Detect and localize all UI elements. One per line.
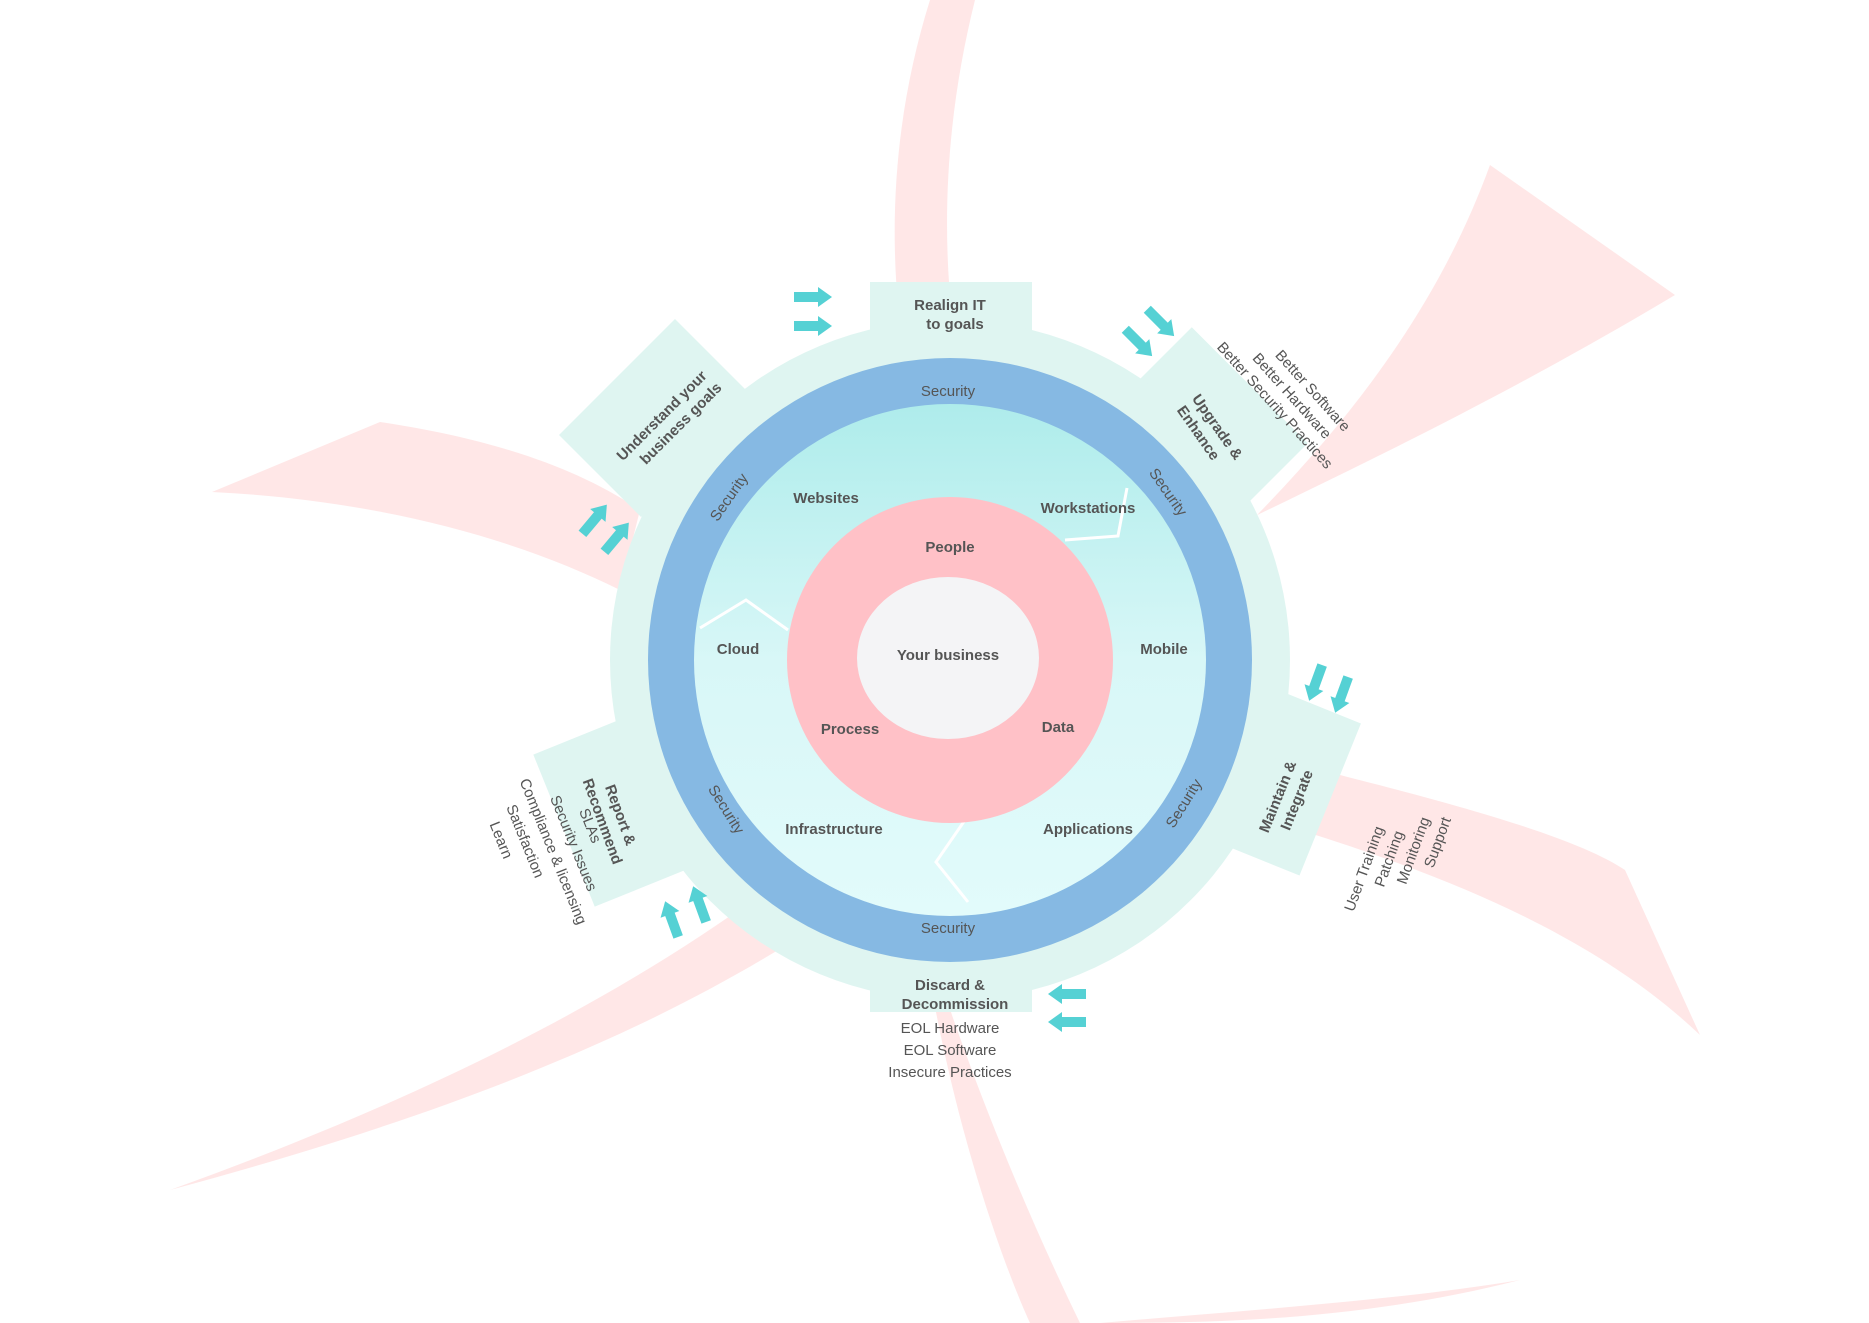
asset-label-cloud: Cloud bbox=[717, 641, 760, 658]
arrow-down-right-icon bbox=[1118, 322, 1160, 364]
inner-label-process: Process bbox=[821, 721, 879, 738]
asset-label-websites: Websites bbox=[793, 490, 859, 507]
svg-text:Discard &: Discard & bbox=[915, 977, 985, 994]
asset-label-infrastructure: Infrastructure bbox=[785, 821, 883, 838]
security-label-top: Security bbox=[921, 383, 976, 400]
center-label: Your business bbox=[897, 647, 999, 664]
detail-item: EOL Software bbox=[904, 1042, 997, 1059]
phase-label-discard: Discard & Decommission bbox=[902, 977, 1009, 1013]
svg-text:Realign IT: Realign IT bbox=[914, 297, 986, 314]
arrow-down-icon bbox=[1299, 661, 1332, 705]
asset-label-applications: Applications bbox=[1043, 821, 1133, 838]
arrow-down-icon bbox=[1325, 673, 1358, 717]
detail-item: EOL Hardware bbox=[901, 1020, 1000, 1037]
asset-label-mobile: Mobile bbox=[1140, 641, 1188, 658]
inner-label-data: Data bbox=[1042, 719, 1075, 736]
swirl-arm-bottom-left bbox=[170, 880, 810, 1190]
arrow-right-icon bbox=[794, 316, 832, 336]
arrow-left-icon bbox=[1048, 1012, 1086, 1032]
swirl-arm-left bbox=[212, 422, 640, 590]
security-label-bottom: Security bbox=[921, 920, 976, 937]
svg-text:Decommission: Decommission bbox=[902, 996, 1009, 1013]
arrow-left-icon bbox=[1048, 984, 1086, 1004]
detail-item: Insecure Practices bbox=[888, 1064, 1011, 1081]
inner-label-people: People bbox=[925, 539, 974, 556]
center-ellipse bbox=[857, 577, 1039, 739]
phase-label-realign: Realign IT to goals bbox=[914, 297, 986, 333]
swirl-arm-bottom bbox=[930, 980, 1520, 1323]
details-discard: EOL Hardware EOL Software Insecure Pract… bbox=[888, 1020, 1011, 1081]
arrow-down-right-icon bbox=[1140, 302, 1182, 344]
arrow-right-icon bbox=[794, 287, 832, 307]
phase-tab-report bbox=[533, 713, 697, 907]
phase-tab-upgrade bbox=[1118, 327, 1308, 517]
asset-dividers bbox=[699, 487, 1129, 903]
arrow-up-icon bbox=[655, 897, 688, 941]
phase-tab-understand bbox=[559, 319, 757, 517]
asset-label-workstations: Workstations bbox=[1041, 500, 1136, 517]
svg-text:to goals: to goals bbox=[926, 316, 984, 333]
swirl-arm-right bbox=[1180, 165, 1675, 590]
swirl-arm-bottom-right bbox=[1300, 770, 1700, 1035]
